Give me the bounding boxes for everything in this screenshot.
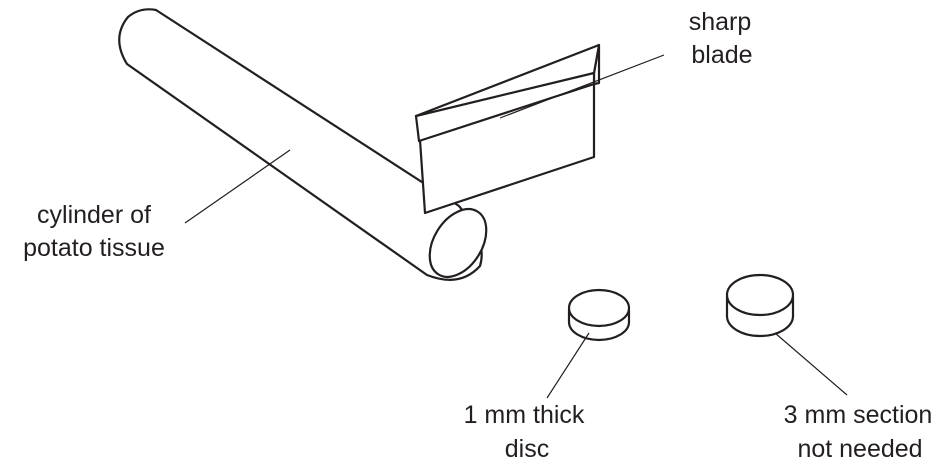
thick-section-leader-line <box>774 332 848 396</box>
blade-label-line2: blade <box>691 41 752 69</box>
potato-cylinder <box>118 8 488 281</box>
thin-disc-label-line1: 1 mm thick <box>464 401 585 429</box>
cylinder-leader-line <box>184 149 291 224</box>
thin-disc-top <box>567 288 631 328</box>
thick-section-label-line1: 3 mm section <box>784 401 933 429</box>
thick-section-top <box>725 273 795 317</box>
thin-disc <box>567 288 631 342</box>
sharp-blade <box>414 43 601 215</box>
thick-section <box>725 273 795 338</box>
thin-disc-label-line2: disc <box>505 435 549 463</box>
blade-label-line1: sharp <box>689 8 752 36</box>
potato-cylinder-end <box>428 208 488 278</box>
thick-section-label-line2: not needed <box>797 435 922 463</box>
cylinder-label-line1: cylinder of <box>37 201 151 229</box>
blade-spine-front <box>414 71 596 143</box>
cylinder-label-line2: potato tissue <box>23 234 165 262</box>
thin-disc-leader-line <box>546 332 590 399</box>
blade-leader-line <box>499 54 665 119</box>
potato-cylinder-body <box>118 8 483 281</box>
